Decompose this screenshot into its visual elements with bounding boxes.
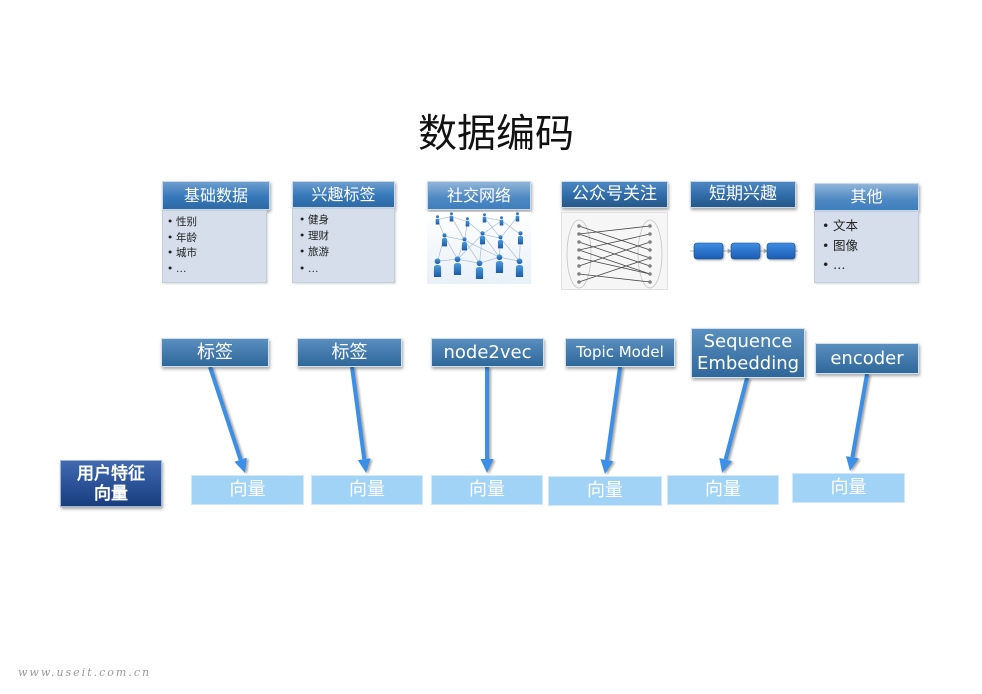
method-label-line: Sequence bbox=[703, 331, 793, 352]
source-header-official-accounts: 公众号关注 bbox=[561, 181, 668, 208]
source-list-other: 文本 图像 … bbox=[814, 211, 919, 283]
graph-node bbox=[648, 256, 652, 260]
person-icon bbox=[441, 233, 448, 247]
list-item: 年龄 bbox=[167, 231, 266, 247]
arrow-method-4-to-vector-4 bbox=[600, 366, 622, 474]
person-icon bbox=[495, 254, 504, 273]
bipartite-graph-graphic bbox=[561, 212, 668, 290]
graph-node bbox=[577, 232, 581, 236]
graph-node bbox=[648, 232, 652, 236]
graph-node bbox=[648, 280, 652, 284]
graph-node bbox=[577, 272, 581, 276]
vector-box-1: 向量 bbox=[191, 475, 304, 505]
list-item: … bbox=[299, 261, 394, 277]
person-icon bbox=[515, 258, 524, 277]
source-header-other: 其他 bbox=[814, 183, 919, 211]
graph-node bbox=[648, 272, 652, 276]
arrow-method-5-to-vector-5 bbox=[719, 377, 749, 474]
right-nodes bbox=[648, 224, 652, 284]
person-icon bbox=[499, 216, 504, 226]
person-icon bbox=[461, 237, 468, 251]
graph-node bbox=[648, 248, 652, 252]
person-icon bbox=[479, 231, 486, 245]
sequence-connectors bbox=[690, 248, 798, 254]
person-icon bbox=[515, 212, 520, 222]
method-box-tag-2: 标签 bbox=[297, 338, 402, 367]
graph-node bbox=[648, 264, 652, 268]
person-icon bbox=[475, 260, 484, 279]
source-header-short-term-interest: 短期兴趣 bbox=[690, 181, 796, 208]
graph-node bbox=[577, 248, 581, 252]
vector-box-4: 向量 bbox=[548, 476, 662, 506]
graph-node bbox=[577, 240, 581, 244]
vector-box-6: 向量 bbox=[792, 473, 905, 503]
graph-node bbox=[648, 224, 652, 228]
watermark: www.useit.com.cn bbox=[18, 666, 152, 679]
graph-node bbox=[577, 224, 581, 228]
graph-node bbox=[577, 264, 581, 268]
list-item: 健身 bbox=[299, 212, 394, 228]
vector-box-5: 向量 bbox=[667, 475, 779, 505]
list-item: 文本 bbox=[822, 216, 918, 236]
method-box-sequence-embedding: Sequence Embedding bbox=[691, 328, 805, 378]
network-links bbox=[437, 216, 521, 264]
social-network-graphic bbox=[427, 212, 531, 284]
graph-node bbox=[577, 280, 581, 284]
list-item: … bbox=[822, 255, 918, 275]
person-icon bbox=[517, 231, 524, 245]
sequence-chain-graphic bbox=[690, 242, 798, 260]
source-header-interest-tags: 兴趣标签 bbox=[292, 181, 395, 208]
row-label-line: 用户特征 bbox=[77, 464, 145, 484]
graph-node bbox=[648, 240, 652, 244]
list-item: 性别 bbox=[167, 215, 266, 231]
person-icon bbox=[449, 212, 454, 222]
left-nodes bbox=[577, 224, 581, 284]
list-item: … bbox=[167, 262, 266, 278]
person-icon bbox=[497, 235, 504, 249]
source-list-basic-data: 性别 年龄 城市 … bbox=[162, 210, 267, 283]
bipartite-edges bbox=[578, 225, 651, 283]
vector-box-2: 向量 bbox=[311, 475, 423, 505]
list-item: 旅游 bbox=[299, 244, 394, 260]
person-icon bbox=[465, 217, 470, 227]
method-label-line: Embedding bbox=[696, 353, 800, 374]
method-box-node2vec: node2vec bbox=[431, 338, 544, 367]
slide-title: 数据编码 bbox=[417, 112, 574, 157]
method-box-encoder: encoder bbox=[815, 343, 919, 374]
source-header-basic-data: 基础数据 bbox=[162, 181, 270, 210]
arrow-method-1-to-vector-1 bbox=[208, 366, 247, 473]
method-box-tag-1: 标签 bbox=[161, 338, 269, 367]
arrow-method-2-to-vector-2 bbox=[350, 366, 371, 473]
list-item: 图像 bbox=[822, 236, 918, 256]
method-box-topic-model: Topic Model bbox=[565, 338, 675, 367]
person-icon bbox=[482, 213, 487, 223]
source-header-social-network: 社交网络 bbox=[427, 181, 531, 210]
sequence-step bbox=[730, 242, 761, 260]
sequence-step bbox=[766, 242, 796, 260]
list-item: 城市 bbox=[167, 246, 266, 262]
vector-box-3: 向量 bbox=[431, 475, 543, 505]
user-feature-vector-label: 用户特征 向量 bbox=[60, 460, 162, 507]
person-icon bbox=[453, 256, 462, 275]
row-label-line: 向量 bbox=[94, 484, 128, 504]
arrow-group bbox=[208, 366, 869, 474]
graph-node bbox=[577, 256, 581, 260]
sequence-steps bbox=[693, 242, 796, 260]
list-item: 理财 bbox=[299, 228, 394, 244]
arrow-method-6-to-vector-6 bbox=[845, 373, 869, 471]
person-icon bbox=[435, 215, 440, 225]
sequence-step bbox=[693, 242, 724, 260]
source-list-interest-tags: 健身 理财 旅游 … bbox=[292, 208, 395, 283]
person-icon bbox=[433, 258, 442, 277]
